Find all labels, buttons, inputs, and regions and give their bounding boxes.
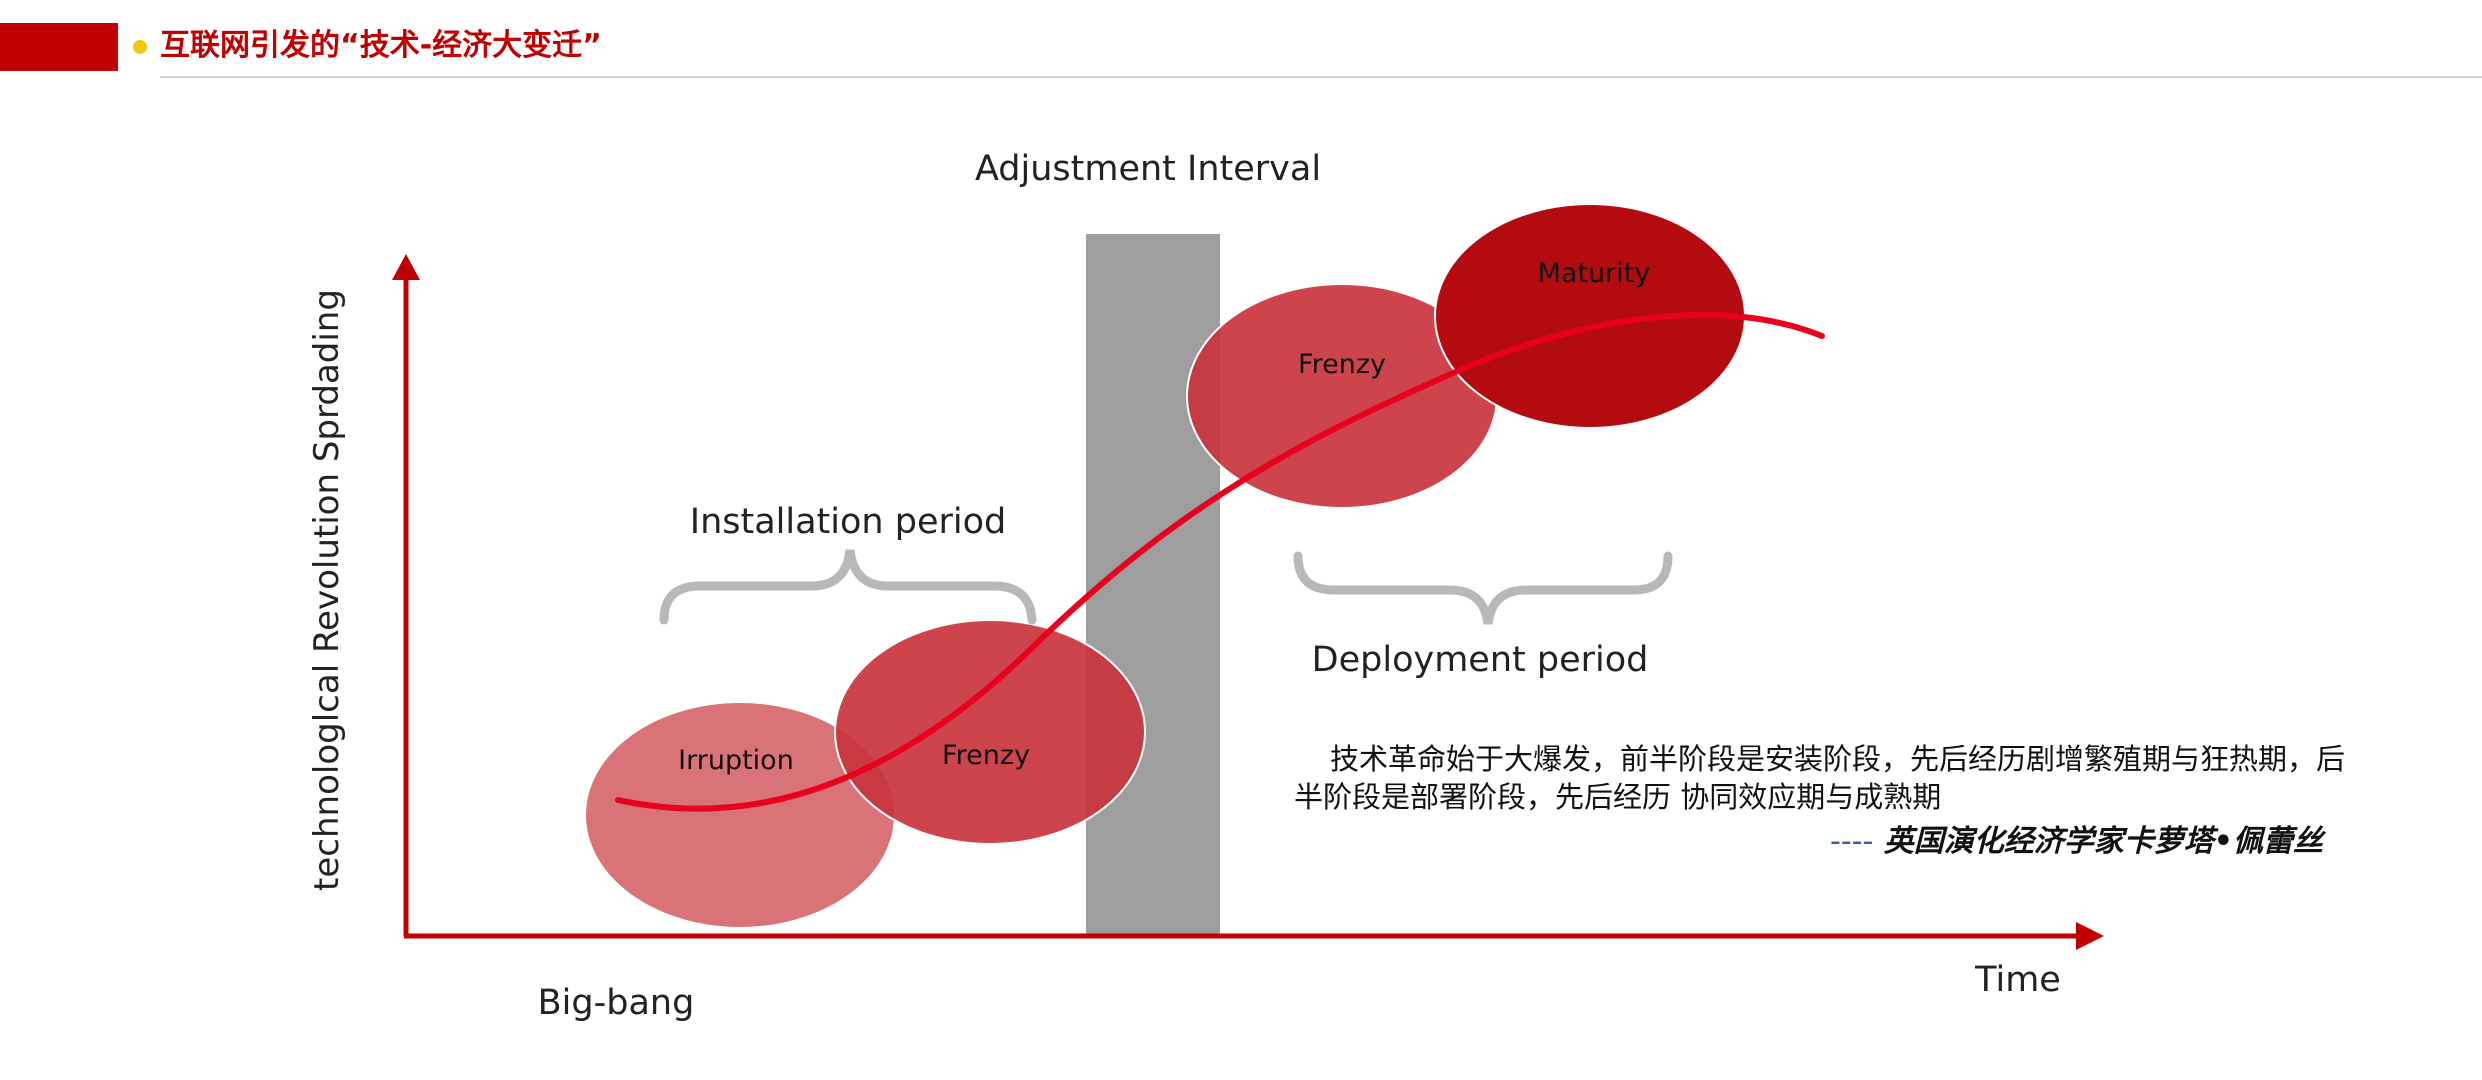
phase-label-frenzy-1: Frenzy: [942, 740, 1030, 771]
frenzy-installation-ellipse: [834, 619, 1146, 845]
diffusion-curve: [615, 311, 1825, 812]
x-axis-label: Time: [1974, 960, 2061, 1000]
phase-label-maturity: Maturity: [1538, 258, 1651, 289]
header-divider: [160, 76, 2482, 78]
bullet-dot-icon: [133, 40, 147, 54]
installation-brace: [659, 549, 1037, 625]
header-accent-bar: [0, 23, 118, 71]
y-axis-label: technologlcal Revolution Sprdading: [307, 289, 347, 891]
origin-label: Big-bang: [538, 983, 695, 1023]
installation-period-label: Installation period: [690, 502, 1006, 542]
quote-body: 技术革命始于大爆发，前半阶段是安装阶段，先后经历剧增繁殖期与狂热期，后半阶段是部…: [1294, 742, 2346, 814]
attribution-dash: ----: [1830, 824, 1874, 859]
deployment-period-label: Deployment period: [1312, 640, 1649, 680]
deployment-brace: [1293, 551, 1673, 625]
adjustment-interval-band: [1086, 234, 1220, 934]
attribution-name: 英国演化经济学家卡萝塔•佩蕾丝: [1883, 824, 2323, 859]
phase-label-frenzy-2: Frenzy: [1298, 349, 1386, 380]
adjustment-interval-label: Adjustment Interval: [975, 149, 1321, 189]
x-axis-arrow-icon: [2076, 922, 2104, 950]
page-title: 互联网引发的“技术-经济大变迁”: [160, 28, 602, 63]
y-axis-arrow-icon: [392, 254, 420, 280]
phase-label-irruption: Irruption: [678, 745, 794, 776]
quote-text: 技术革命始于大爆发，前半阶段是安装阶段，先后经历剧增繁殖期与狂热期，后半阶段是部…: [1294, 740, 2354, 816]
quote-attribution: ---- 英国演化经济学家卡萝塔•佩蕾丝: [1830, 816, 2323, 860]
